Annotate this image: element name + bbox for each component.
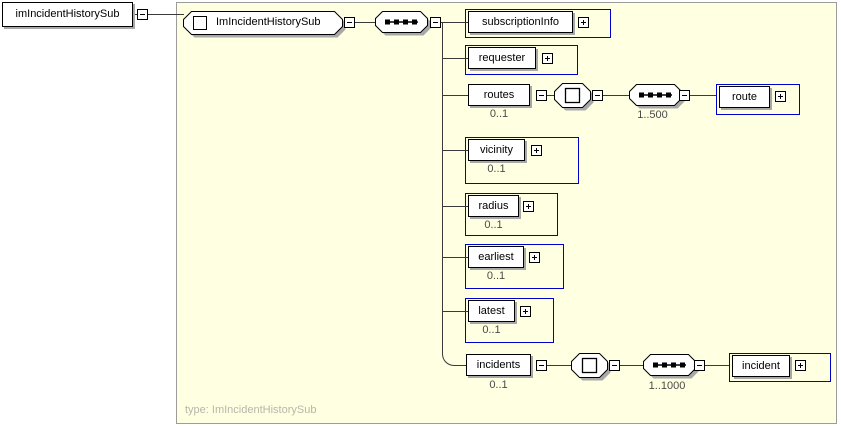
element-box-incident[interactable]: incident: [732, 355, 790, 377]
occurrence-label: 0..1: [484, 219, 503, 231]
connector-line: [547, 365, 571, 366]
minus-box-icon[interactable]: [679, 90, 690, 101]
element-box-incidents[interactable]: incidents: [466, 354, 531, 376]
minus-box-icon[interactable]: [430, 17, 441, 28]
connector-line: [442, 311, 468, 312]
minus-box-icon[interactable]: [536, 360, 547, 371]
element-frame: [465, 193, 558, 236]
element-box-route[interactable]: route: [719, 86, 770, 108]
element-box-routes[interactable]: routes: [468, 84, 530, 106]
element-box-radius[interactable]: radius: [468, 195, 519, 217]
minus-box-icon[interactable]: [609, 360, 620, 371]
plus-box-icon[interactable]: [529, 252, 540, 263]
plus-box-icon[interactable]: [795, 360, 806, 371]
connector-line: [442, 58, 468, 59]
element-frame: [465, 137, 579, 184]
connector-trunk: [442, 22, 467, 366]
connector-line: [442, 95, 468, 96]
element-frame: [716, 84, 800, 115]
element-box-requester[interactable]: requester: [468, 47, 536, 69]
complex-type-header-shape[interactable]: [183, 11, 349, 40]
occurrence-label: 1..1000: [648, 380, 686, 392]
plus-box-icon[interactable]: [523, 201, 534, 212]
content-model-icon[interactable]: [554, 83, 596, 113]
minus-box-icon[interactable]: [344, 17, 355, 28]
element-box-subscriptionInfo[interactable]: subscriptionInfo: [468, 11, 573, 33]
plus-box-icon[interactable]: [775, 91, 786, 102]
connector-line: [547, 95, 555, 96]
sequence-compositor-icon[interactable]: [629, 84, 687, 111]
element-box-vicinity[interactable]: vicinity: [468, 139, 525, 161]
connector-line: [355, 22, 375, 23]
occurrence-label: 0..1: [489, 108, 509, 120]
sequence-compositor-icon[interactable]: [375, 11, 433, 38]
element-frame: [465, 298, 554, 343]
element-frame: [465, 45, 578, 75]
element-box-earliest[interactable]: earliest: [468, 246, 524, 268]
sequence-compositor-icon[interactable]: [643, 354, 701, 381]
minus-box-icon[interactable]: [592, 90, 603, 101]
connector-line: [442, 150, 468, 151]
occurrence-label: 0..1: [487, 163, 506, 175]
plus-box-icon[interactable]: [520, 306, 531, 317]
type-annotation: type: ImIncidentHistorySub: [185, 404, 317, 416]
occurrence-label: 0..1: [486, 270, 506, 282]
element-frame: [729, 353, 831, 382]
connector-line: [441, 22, 468, 23]
connector-line: [603, 95, 629, 96]
element-box-latest[interactable]: latest: [468, 300, 515, 322]
minus-box-icon[interactable]: [536, 90, 547, 101]
element-square-icon: [193, 16, 207, 30]
complex-type-name: ImIncidentHistorySub: [216, 16, 321, 28]
connector-line: [620, 365, 643, 366]
minus-box-icon[interactable]: [694, 360, 705, 371]
root-element-box[interactable]: imIncidentHistorySub: [2, 2, 133, 27]
connector-line: [705, 365, 729, 366]
content-model-icon[interactable]: [571, 353, 613, 383]
connector-line: [442, 206, 468, 207]
occurrence-label: 1..500: [637, 109, 668, 121]
connector-line: [133, 14, 137, 15]
occurrence-label: 0..1: [482, 324, 501, 336]
plus-box-icon[interactable]: [542, 53, 553, 64]
occurrence-label: 0..1: [489, 379, 508, 391]
minus-box-icon[interactable]: [137, 9, 148, 20]
connector-line: [442, 257, 468, 258]
plus-box-icon[interactable]: [578, 17, 589, 28]
connector-line: [148, 14, 184, 15]
plus-box-icon[interactable]: [531, 145, 542, 156]
element-frame: [465, 244, 564, 289]
connector-line: [690, 95, 716, 96]
